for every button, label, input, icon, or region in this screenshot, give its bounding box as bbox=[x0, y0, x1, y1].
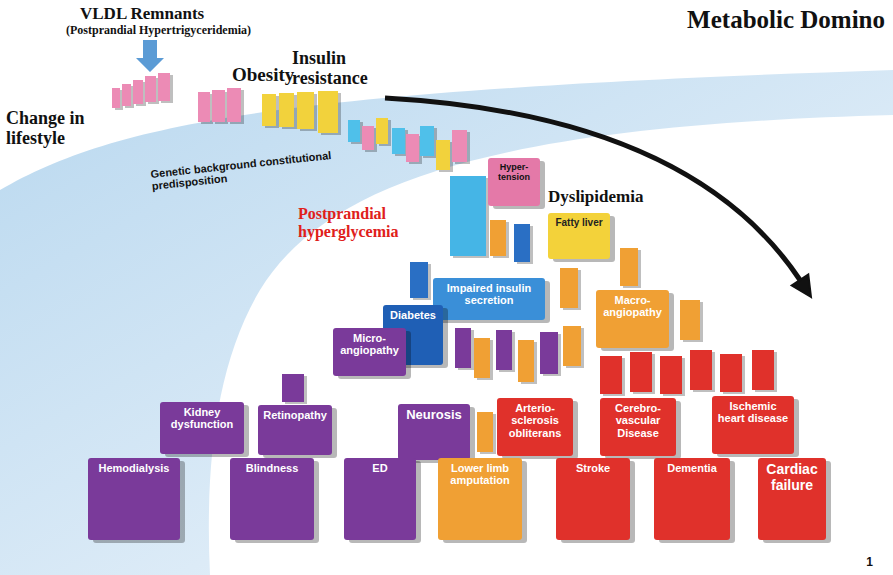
domino-label: Ischemic heart disease bbox=[716, 400, 790, 425]
down-arrow bbox=[136, 40, 164, 72]
domino-box: Lower limb amputation bbox=[438, 458, 522, 540]
stage-label: Dyslipidemia bbox=[548, 187, 643, 206]
domino-box: Dementia bbox=[654, 458, 730, 540]
page-number: 1 bbox=[866, 556, 873, 569]
domino-box: Fatty liver bbox=[548, 213, 610, 259]
domino-label: Cardiac failure bbox=[762, 462, 822, 493]
domino-box: Cerebro- vascular Disease bbox=[600, 398, 676, 456]
domino-label: Lower limb amputation bbox=[442, 462, 518, 487]
domino-box: Hyper- tension bbox=[488, 158, 540, 206]
domino-label: Diabetes bbox=[387, 309, 439, 321]
domino-label: Hemodialysis bbox=[92, 462, 176, 474]
domino-box: Stroke bbox=[556, 458, 630, 540]
domino-label: Impaired insulin secretion bbox=[437, 282, 541, 307]
domino-box: Macro- angiopathy bbox=[596, 290, 669, 348]
stage-label: Change in lifestyle bbox=[6, 108, 106, 148]
domino-box: Micro- angiopathy bbox=[333, 328, 406, 376]
domino-box: Neurosis bbox=[398, 404, 470, 460]
domino-label: ED bbox=[348, 462, 412, 474]
domino-label: Hyper- tension bbox=[492, 162, 536, 182]
cascade-arrow bbox=[385, 98, 800, 280]
domino-box: Hemodialysis bbox=[88, 458, 180, 540]
domino-label: Arterio- sclerosis obliterans bbox=[501, 402, 569, 439]
domino-label: Neurosis bbox=[402, 408, 466, 423]
domino-label: Blindness bbox=[234, 462, 310, 474]
diagram-title: Metabolic Domino bbox=[687, 6, 885, 34]
domino-label: Cerebro- vascular Disease bbox=[604, 402, 672, 439]
source-note: (Postprandial Hypertrigyceridemia) bbox=[66, 24, 251, 37]
stage-label: Insulin resistance bbox=[292, 48, 387, 88]
background-swoosh bbox=[0, 70, 893, 575]
domino-box: Ischemic heart disease bbox=[712, 396, 794, 454]
domino-box: Kidney dysfunction bbox=[160, 402, 244, 454]
domino-label: Macro- angiopathy bbox=[600, 294, 665, 319]
domino-box: Retinopathy bbox=[258, 405, 332, 455]
domino-box: Impaired insulin secretion bbox=[433, 278, 545, 320]
source-label: VLDL Remnants bbox=[80, 4, 204, 23]
key-label: Postprandial hyperglycemia bbox=[298, 205, 448, 241]
domino-label: Kidney dysfunction bbox=[164, 406, 240, 431]
domino-box: ED bbox=[344, 458, 416, 540]
domino-label: Fatty liver bbox=[552, 217, 606, 228]
domino-label: Stroke bbox=[560, 462, 626, 474]
domino-box: Blindness bbox=[230, 458, 314, 540]
stage-label: Obesity bbox=[232, 64, 294, 85]
domino-box: Cardiac failure bbox=[758, 458, 826, 540]
cascade-arrowhead bbox=[792, 275, 811, 298]
domino-label: Retinopathy bbox=[262, 409, 328, 421]
domino-pieces bbox=[112, 73, 774, 452]
domino-box: Arterio- sclerosis obliterans bbox=[497, 398, 573, 456]
domino-label: Dementia bbox=[658, 462, 726, 474]
domino-label: Micro- angiopathy bbox=[337, 332, 402, 357]
